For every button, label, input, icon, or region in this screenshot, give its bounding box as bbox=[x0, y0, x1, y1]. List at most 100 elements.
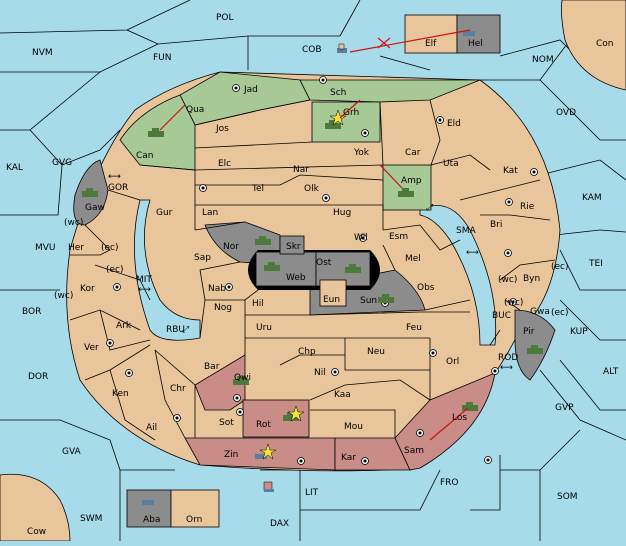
region-grh[interactable] bbox=[311, 101, 381, 143]
region-qwi[interactable] bbox=[194, 354, 246, 411]
region-label-orn: Orn bbox=[186, 515, 202, 525]
tank-icon bbox=[398, 188, 414, 197]
region-label-nor: Nor bbox=[223, 242, 239, 252]
region-label-kaa: Kaa bbox=[334, 390, 351, 400]
region-label-nil: Nil bbox=[314, 368, 326, 378]
svg-text:⤢: ⤢ bbox=[181, 325, 189, 335]
region-label-olk: Olk bbox=[304, 184, 320, 194]
label-dor: DOR bbox=[28, 372, 48, 382]
label-pol: POL bbox=[216, 13, 234, 23]
label-sma: SMA bbox=[456, 226, 476, 236]
region-label-kat: Kat bbox=[503, 166, 518, 176]
region-aba[interactable] bbox=[126, 489, 172, 528]
label-dax: DAX bbox=[270, 519, 289, 529]
svg-text:⟷: ⟷ bbox=[466, 248, 479, 258]
region-label-rot: Rot bbox=[256, 420, 271, 430]
region-label-wc: (wc) bbox=[498, 275, 517, 285]
region-label-sam: Sam bbox=[404, 446, 424, 456]
region-label-sap: Sap bbox=[194, 253, 211, 263]
region-label-los: Los bbox=[452, 413, 467, 423]
ship-icon bbox=[337, 43, 347, 53]
region-label-neu: Neu bbox=[367, 347, 385, 357]
region-label-orl: Orl bbox=[446, 357, 459, 367]
region-label-ec: (ec) bbox=[551, 262, 569, 272]
region-label-eun: Eun bbox=[323, 295, 340, 305]
region-label-gur: Gur bbox=[156, 208, 173, 218]
region-label-web: Web bbox=[286, 273, 306, 283]
tank-icon bbox=[82, 188, 98, 197]
coast-tags: (wc) (ec) (ec) (wc) (wc) (ec) (wc) (ec) bbox=[54, 218, 569, 318]
region-label-hil: Hil bbox=[252, 299, 264, 309]
ship-icon bbox=[263, 481, 274, 492]
region-label-ec: (ec) bbox=[101, 243, 119, 253]
region-label-jos: Jos bbox=[215, 124, 229, 134]
tank-icon bbox=[255, 236, 271, 245]
tank-icon bbox=[233, 376, 249, 385]
tank-icon bbox=[345, 264, 361, 273]
region-con[interactable] bbox=[561, 0, 626, 91]
label-lit: LIT bbox=[305, 488, 319, 498]
order-arrows bbox=[159, 29, 471, 441]
ship-icon bbox=[255, 454, 267, 459]
region-label-sun: Sun bbox=[360, 296, 377, 306]
region-label-nog: Nog bbox=[214, 303, 232, 313]
region-label-hug: Hug bbox=[333, 208, 351, 218]
region-label-esm: Esm bbox=[389, 232, 408, 242]
region-label-wc: (wc) bbox=[54, 291, 73, 301]
region-label-her: Her bbox=[68, 243, 84, 253]
region-label-jad: Jad bbox=[243, 85, 258, 95]
region-label-lan: Lan bbox=[202, 208, 218, 218]
region-label-bar: Bar bbox=[204, 362, 220, 372]
star-icon bbox=[259, 443, 277, 460]
region-label-mou: Mou bbox=[344, 422, 363, 432]
land-labels: Elf Hel Jad Sch Qua Grh Jos Eld Can Yok … bbox=[68, 39, 550, 525]
region-label-sot: Sot bbox=[219, 418, 234, 428]
svg-text:⟷: ⟷ bbox=[108, 172, 121, 182]
label-mit: MIT bbox=[136, 275, 152, 285]
region-label-eld: Eld bbox=[447, 119, 461, 129]
region-label-can: Can bbox=[136, 151, 154, 161]
region-elf[interactable] bbox=[404, 14, 458, 54]
region-orn[interactable] bbox=[170, 489, 220, 528]
region-label-byn: Byn bbox=[523, 274, 540, 284]
region-skr[interactable] bbox=[279, 235, 305, 255]
region-label-ver: Ver bbox=[84, 343, 99, 353]
tank-icon bbox=[462, 402, 478, 411]
region-label-ark: Ark bbox=[116, 321, 132, 331]
region-amp[interactable] bbox=[382, 164, 432, 211]
region-eun[interactable] bbox=[319, 279, 347, 307]
tank-icon bbox=[527, 345, 543, 354]
region-label-ec: (ec) bbox=[106, 265, 124, 275]
label-gva: GVA bbox=[62, 447, 82, 457]
units bbox=[82, 31, 543, 505]
label-ovd: OVD bbox=[556, 108, 576, 118]
label-rbu: RBU bbox=[166, 325, 185, 335]
label-fun: FUN bbox=[153, 53, 172, 63]
region-cow[interactable] bbox=[0, 473, 71, 542]
label-kam: KAM bbox=[582, 193, 602, 203]
star-icon bbox=[329, 109, 347, 126]
region-label-qua: Qua bbox=[186, 105, 204, 115]
region-label-kor: Kor bbox=[80, 284, 95, 294]
sea-sma-channel[interactable] bbox=[419, 205, 497, 346]
region-label-uta: Uta bbox=[443, 159, 459, 169]
region-label-qwi: Qwi bbox=[234, 373, 251, 383]
region-label-ost: Ost bbox=[316, 258, 332, 268]
region-sch[interactable] bbox=[299, 79, 481, 103]
label-gor: GOR bbox=[108, 183, 128, 193]
region-label-elf: Elf bbox=[425, 39, 437, 49]
region-label-nab: Nab bbox=[208, 284, 226, 294]
region-label-elc: Elc bbox=[218, 159, 231, 169]
star-icon bbox=[287, 405, 305, 422]
region-label-wil: Wil bbox=[354, 233, 368, 243]
tank-icon bbox=[325, 120, 341, 129]
region-label-zin: Zin bbox=[224, 450, 238, 460]
region-label-feu: Feu bbox=[406, 323, 422, 333]
strait-arrows: ⟷ ⟷ ⤢ ⤢ ⟷ ⟷ bbox=[108, 172, 513, 373]
sea-rbu-channel[interactable] bbox=[134, 199, 201, 341]
label-fro: FRO bbox=[440, 478, 459, 488]
region-label-wc: (wc) bbox=[64, 218, 83, 228]
label-mvu: MVU bbox=[35, 243, 56, 253]
